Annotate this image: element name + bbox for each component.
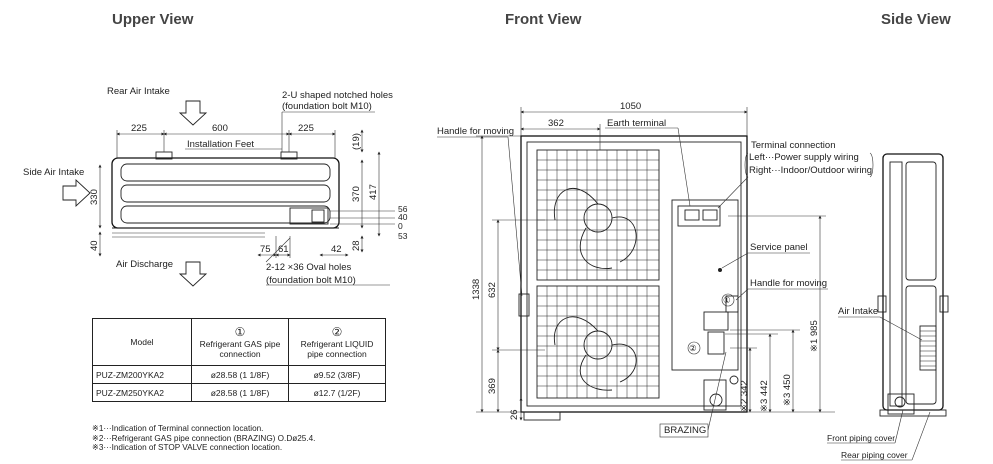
svg-text:53: 53 (398, 231, 408, 241)
svg-text:②: ② (689, 343, 697, 353)
side-air-intake-grille (919, 325, 937, 371)
front-view-drawing: 1050 362 Earth terminal Handle for movin… (437, 101, 874, 438)
svg-text:369: 369 (487, 378, 498, 394)
col-gas-header: ① Refrigerant GAS pipe connection (191, 318, 289, 366)
footnote-2: ※2···Refrigerant GAS pipe connection (BR… (92, 433, 316, 443)
svg-text:1338: 1338 (471, 279, 482, 300)
svg-text:(foundation bolt M10): (foundation bolt M10) (282, 101, 372, 112)
svg-text:330: 330 (89, 189, 100, 205)
installation-feet-label: Installation Feet (187, 139, 254, 150)
svg-text:225: 225 (131, 123, 147, 134)
svg-text:0: 0 (398, 221, 403, 231)
footnote-3: ※3···Indication of STOP VALVE connection… (92, 443, 283, 452)
svg-text:Left···Power supply wiring: Left···Power supply wiring (749, 152, 859, 163)
svg-text:56: 56 (398, 204, 408, 214)
side-air-intake-label: Side Air Intake (23, 167, 84, 178)
side-view-drawing: Air Intake Front piping cover Rear pipin… (827, 153, 949, 461)
svg-text:75: 75 (260, 244, 271, 255)
side-unit-body (882, 153, 944, 411)
col-liquid-header: ② Refrigerant LIQUID pipe connection (288, 318, 386, 366)
table-row: PUZ-ZM250YKA2 ø28.58 (1 1/8F) ø12.7 (1/2… (92, 383, 386, 402)
svg-text:61: 61 (278, 244, 289, 255)
pipe-connection-table: Model ① Refrigerant GAS pipe connection … (92, 318, 386, 402)
svg-text:※2 342: ※2 342 (739, 380, 750, 412)
col-model-header: Model (92, 318, 192, 366)
service-panel-label: Service panel (750, 242, 808, 253)
lower-fan-grille (536, 285, 660, 399)
upper-unit-body (111, 157, 340, 229)
notched-holes-label: 2-U shaped notched holes (282, 90, 393, 101)
earth-terminal-label: Earth terminal (607, 118, 666, 129)
terminal-block (677, 205, 721, 227)
footnotes: ※1···Indication of Terminal connection l… (92, 424, 315, 453)
air-discharge-arrow (178, 261, 208, 287)
side-intake-arrow (62, 178, 91, 208)
side-view-title: Side View (881, 11, 951, 28)
side-air-intake-label: Air Intake (838, 306, 878, 317)
handle-left-label: Handle for moving (437, 126, 514, 137)
svg-text:40: 40 (398, 212, 408, 222)
service-panel-box (671, 199, 739, 371)
air-discharge-label: Air Discharge (116, 259, 173, 270)
svg-text:※3 450: ※3 450 (782, 374, 793, 406)
svg-text:26: 26 (509, 409, 520, 420)
footnote-1: ※1···Indication of Terminal connection l… (92, 424, 264, 433)
brazing-label: BRAZING (664, 425, 706, 436)
svg-text:①: ① (723, 295, 731, 305)
rear-intake-arrow (178, 100, 208, 126)
svg-text:225: 225 (298, 123, 314, 134)
handle-right-label: Handle for moving (750, 278, 827, 289)
table-row: PUZ-ZM200YKA2 ø28.58 (1 1/8F) ø9.52 (3/8… (92, 365, 386, 384)
rear-piping-cover-label: Rear piping cover (841, 450, 908, 460)
rear-air-intake-label: Rear Air Intake (107, 86, 170, 97)
oval-holes-label: 2-12 ×36 Oval holes (266, 262, 352, 273)
svg-text:(19): (19) (351, 133, 362, 150)
upper-view-drawing: Rear Air Intake Side Air Intake Air Disc… (23, 86, 408, 287)
svg-text:417: 417 (368, 184, 379, 200)
svg-text:370: 370 (351, 186, 362, 202)
svg-text:362: 362 (548, 118, 564, 129)
terminal-connection-label: Terminal connection (751, 140, 836, 151)
upper-view-title: Upper View (112, 11, 194, 28)
svg-text:600: 600 (212, 123, 228, 134)
svg-text:42: 42 (331, 244, 342, 255)
front-view-title: Front View (505, 11, 582, 28)
front-unit-body (520, 135, 748, 413)
svg-text:Right···Indoor/Outdoor wiring: Right···Indoor/Outdoor wiring (749, 165, 872, 176)
svg-text:40: 40 (89, 240, 100, 251)
svg-text:632: 632 (487, 282, 498, 298)
svg-text:(foundation bolt M10): (foundation bolt M10) (266, 275, 356, 286)
svg-text:1050: 1050 (620, 101, 641, 112)
front-piping-cover-label: Front piping cover (827, 433, 895, 443)
svg-text:※3 442: ※3 442 (759, 380, 770, 412)
svg-text:※1 985: ※1 985 (809, 320, 820, 352)
svg-text:28: 28 (351, 240, 362, 251)
upper-fan-grille (536, 149, 660, 281)
